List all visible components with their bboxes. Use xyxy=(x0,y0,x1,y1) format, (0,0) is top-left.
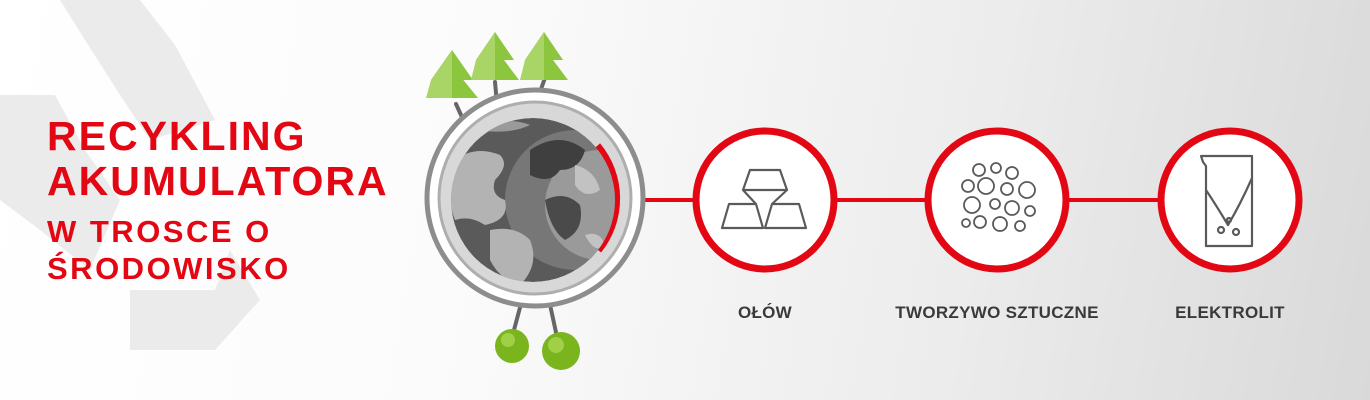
step-label-electrolyte: ELEKTROLIT xyxy=(1175,303,1285,322)
headline-line-4: ŚRODOWISKO xyxy=(47,251,291,286)
step-plastic xyxy=(924,127,1070,273)
progress-arc xyxy=(593,143,621,253)
headline-line-2: AKUMULATORA xyxy=(47,158,389,204)
headline-line-1: RECYKLING xyxy=(47,113,307,159)
recycle-watermark-icon xyxy=(0,0,260,350)
step-lead xyxy=(692,127,838,273)
step-electrolyte xyxy=(1157,127,1303,273)
plastic-granules-icon xyxy=(961,162,1036,232)
headline: RECYKLING AKUMULATORA W TROSCE O ŚRODOWI… xyxy=(47,113,389,286)
tree-icon xyxy=(471,32,519,80)
tree-icon xyxy=(520,32,568,80)
step-label-lead: OŁÓW xyxy=(737,303,793,322)
electrolyte-beaker-icon xyxy=(1199,154,1254,248)
tree-icon xyxy=(426,50,478,98)
step-label-plastic: TWORZYWO SZTUCZNE xyxy=(895,303,1099,322)
lead-bars-icon xyxy=(720,168,808,230)
globe-character xyxy=(424,32,646,370)
headline-line-3: W TROSCE O xyxy=(47,214,272,249)
left-foot xyxy=(495,329,529,363)
